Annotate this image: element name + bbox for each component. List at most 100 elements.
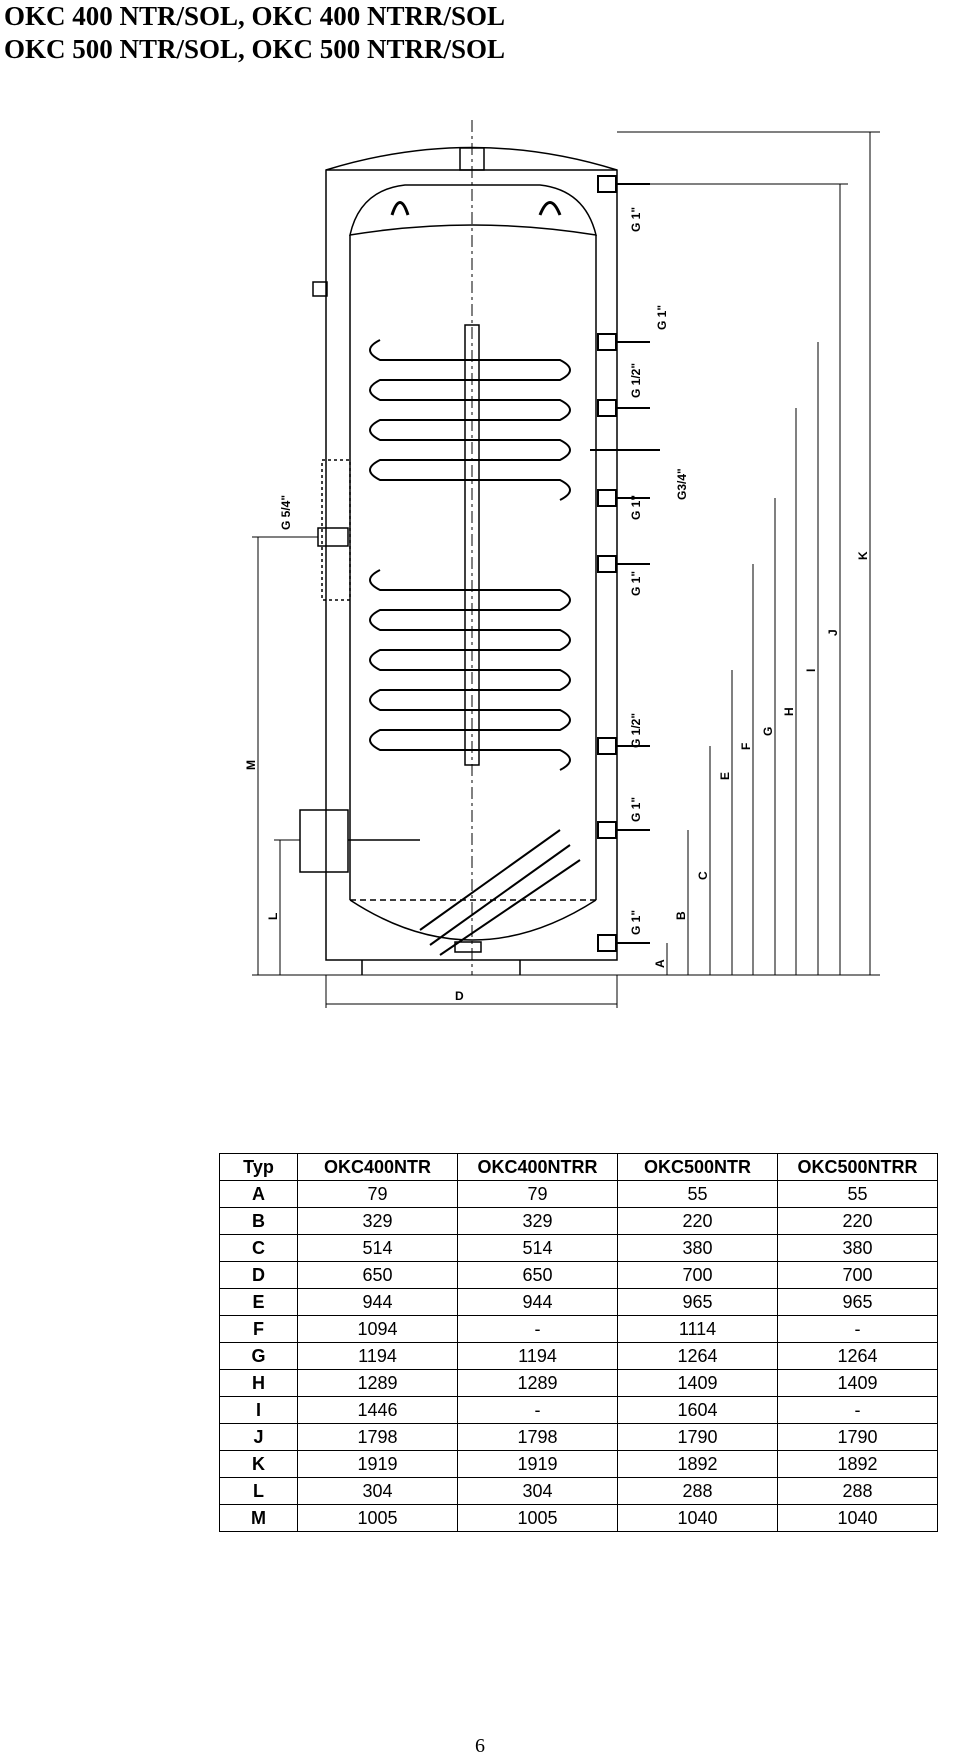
table-cell: 1114 <box>617 1315 778 1343</box>
table-cell: 1194 <box>297 1342 458 1370</box>
dimensions-table: Typ OKC400NTR OKC400NTRR OKC500NTR OKC50… <box>219 1153 938 1532</box>
table-cell: 220 <box>617 1207 778 1235</box>
dim-letter-i: I <box>804 669 818 672</box>
table-cell: 700 <box>777 1261 938 1289</box>
table-cell: 1604 <box>617 1396 778 1424</box>
row-label-cell: E <box>219 1288 298 1316</box>
table-cell: 1289 <box>297 1369 458 1397</box>
table-cell: 650 <box>457 1261 618 1289</box>
table-cell: 1409 <box>617 1369 778 1397</box>
label-g1-top: G 1" <box>629 207 643 232</box>
column-header: OKC500NTRR <box>777 1153 938 1181</box>
table-cell: - <box>777 1315 938 1343</box>
table-cell: 1005 <box>297 1504 458 1532</box>
table-cell: 55 <box>777 1180 938 1208</box>
table-cell: 514 <box>297 1234 458 1262</box>
row-label-cell: K <box>219 1450 298 1478</box>
lower-coil <box>369 569 571 771</box>
table-cell: 304 <box>457 1477 618 1505</box>
row-label-cell: G <box>219 1342 298 1370</box>
row-label-cell: F <box>219 1315 298 1343</box>
label-g1-bottom: G 1" <box>629 910 643 935</box>
table-cell: 1409 <box>777 1369 938 1397</box>
row-label-cell: B <box>219 1207 298 1235</box>
dim-letter-c: C <box>696 871 710 880</box>
table-cell: 1264 <box>617 1342 778 1370</box>
table-cell: 288 <box>777 1477 938 1505</box>
dim-letter-d: D <box>455 989 464 1003</box>
table-cell: 1289 <box>457 1369 618 1397</box>
dim-letter-h: H <box>782 707 796 716</box>
table-cell: 1094 <box>297 1315 458 1343</box>
document-title-line1: OKC 400 NTR/SOL, OKC 400 NTRR/SOL <box>4 1 506 31</box>
table-cell: 1005 <box>457 1504 618 1532</box>
table-cell: 380 <box>777 1234 938 1262</box>
page-number: 6 <box>475 1735 485 1757</box>
table-cell: 1040 <box>617 1504 778 1532</box>
table-cell: - <box>457 1315 618 1343</box>
dim-letter-a: A <box>653 959 667 968</box>
label-g34: G3/4" <box>675 468 689 500</box>
row-label-cell: I <box>219 1396 298 1424</box>
table-cell: 79 <box>457 1180 618 1208</box>
table-cell: 1892 <box>777 1450 938 1478</box>
table-cell: 944 <box>457 1288 618 1316</box>
table-cell: 1264 <box>777 1342 938 1370</box>
table-cell: - <box>457 1396 618 1424</box>
table-cell: 1798 <box>297 1423 458 1451</box>
connection-labels: G 1" G 1" G 1/2" G3/4" G 1" G 1" G 1/2" … <box>279 207 689 935</box>
dim-letter-k: K <box>856 551 870 560</box>
table-cell: 965 <box>777 1288 938 1316</box>
row-label-cell: M <box>219 1504 298 1532</box>
table-cell: 944 <box>297 1288 458 1316</box>
table-cell: - <box>777 1396 938 1424</box>
table-cell: 1790 <box>617 1423 778 1451</box>
dimension-letters: A B C E F G H I J K L M D <box>244 551 870 1003</box>
table-cell: 1446 <box>297 1396 458 1424</box>
label-g12-lower: G 1/2" <box>629 713 643 748</box>
column-header: OKC400NTRR <box>457 1153 618 1181</box>
document-title-line2: OKC 500 NTR/SOL, OKC 500 NTRR/SOL <box>4 34 506 64</box>
table-cell: 380 <box>617 1234 778 1262</box>
row-label-cell: D <box>219 1261 298 1289</box>
dim-letter-b: B <box>674 911 688 920</box>
row-label-cell: H <box>219 1369 298 1397</box>
table-cell: 514 <box>457 1234 618 1262</box>
upper-coil <box>369 339 571 501</box>
table-cell: 288 <box>617 1477 778 1505</box>
label-g1-bottom-upper: G 1" <box>629 797 643 822</box>
label-g1-second: G 1" <box>655 305 669 330</box>
label-g12-upper: G 1/2" <box>629 363 643 398</box>
table-cell: 1919 <box>297 1450 458 1478</box>
technical-drawing: G 1" G 1" G 1/2" G3/4" G 1" G 1" G 1/2" … <box>244 120 880 1008</box>
tank-inner-vessel <box>349 184 597 236</box>
table-cell: 220 <box>777 1207 938 1235</box>
table-cell: 1040 <box>777 1504 938 1532</box>
dim-letter-m: M <box>244 760 258 770</box>
dim-letter-j: J <box>826 629 840 636</box>
column-header: Typ <box>219 1153 298 1181</box>
row-label-cell: J <box>219 1423 298 1451</box>
dim-letter-e: E <box>718 772 732 780</box>
label-g54: G 5/4" <box>279 495 293 530</box>
table-cell: 1892 <box>617 1450 778 1478</box>
table-cell: 700 <box>617 1261 778 1289</box>
table-cell: 1919 <box>457 1450 618 1478</box>
dim-letter-f: F <box>739 743 753 750</box>
table-cell: 1194 <box>457 1342 618 1370</box>
dim-letter-l: L <box>266 913 280 920</box>
label-g1-lower: G 1" <box>629 571 643 596</box>
table-cell: 55 <box>617 1180 778 1208</box>
table-header-row: Typ OKC400NTR OKC400NTRR OKC500NTR OKC50… <box>219 1153 938 1181</box>
